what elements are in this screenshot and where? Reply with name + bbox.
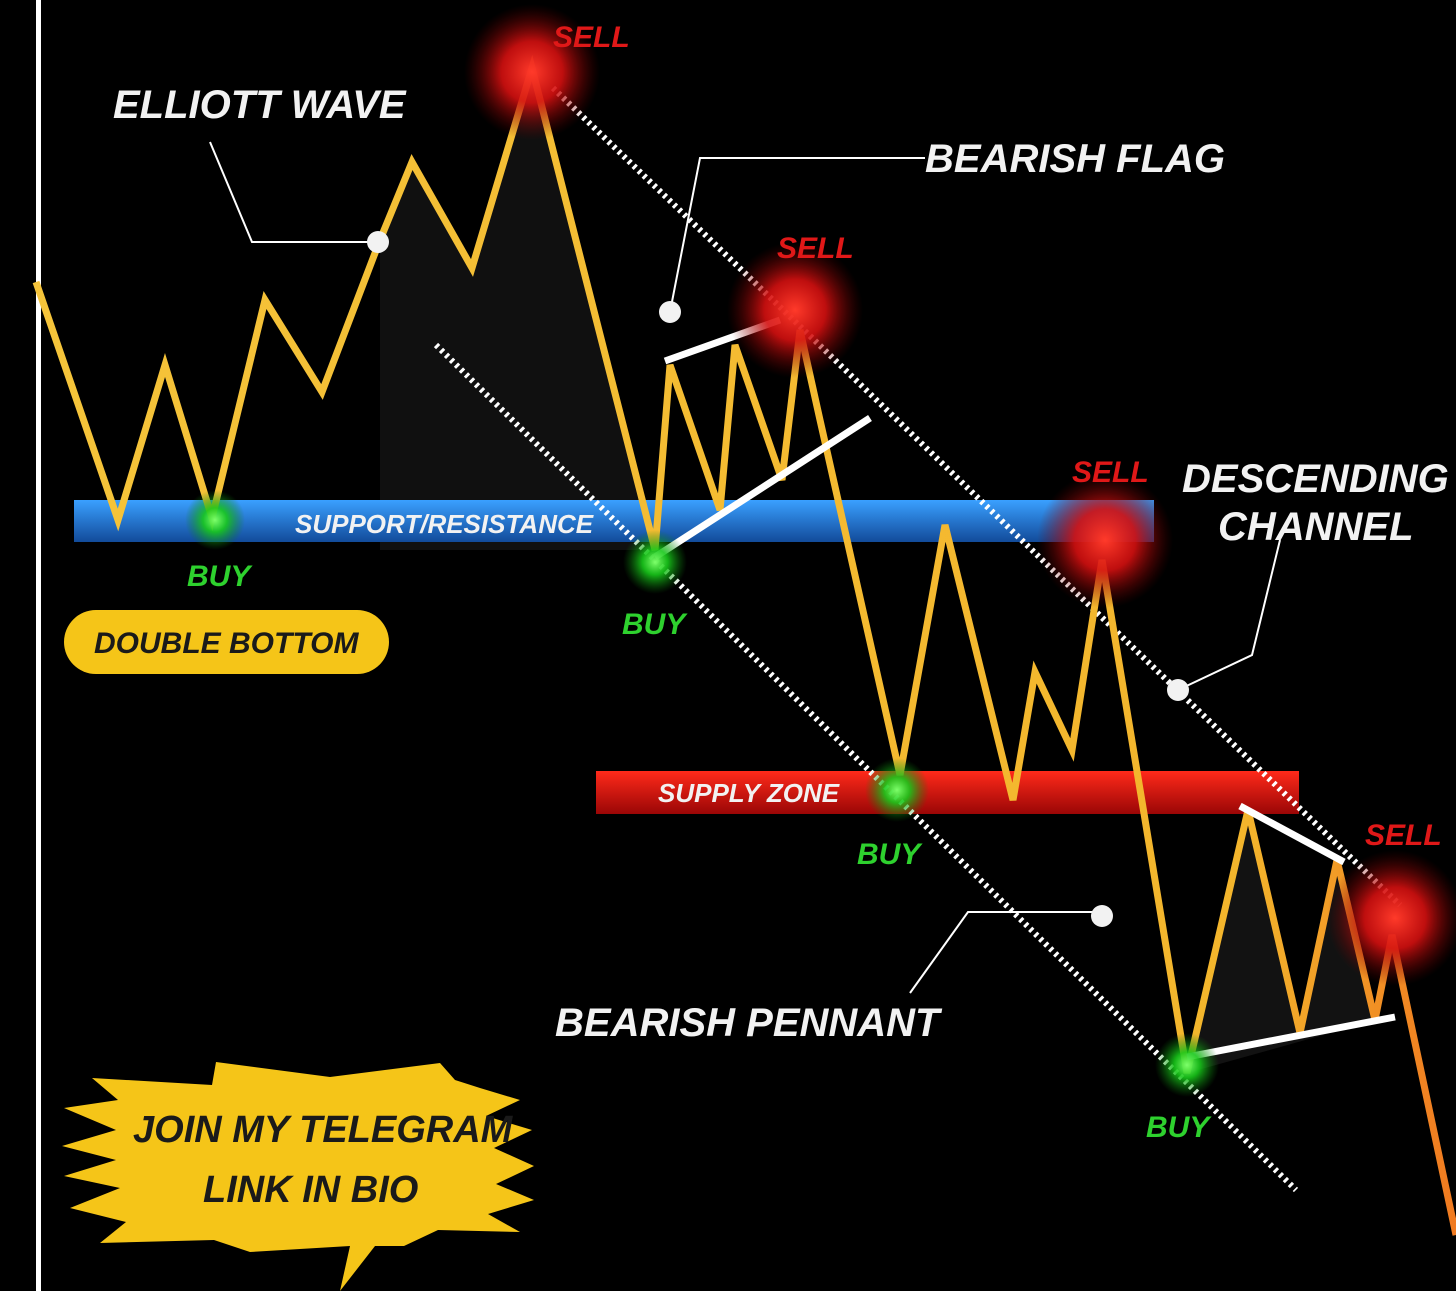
bearish-pennant-leader xyxy=(909,911,1102,994)
pennant-upper-line xyxy=(1238,802,1346,866)
descending-channel-label-1: DESCENDING xyxy=(1182,457,1449,501)
buy-label-4: BUY xyxy=(1146,1111,1212,1144)
double-bottom-pill xyxy=(64,610,389,674)
sell-glow-1 xyxy=(464,4,600,140)
telegram-line-1: JOIN MY TELEGRAM xyxy=(133,1109,514,1151)
double-bottom-label: DOUBLE BOTTOM xyxy=(94,627,359,660)
sell-glow-3 xyxy=(1037,472,1173,608)
price-shadow xyxy=(380,68,655,550)
price-line xyxy=(32,54,1456,1236)
buy-label-2: BUY xyxy=(622,608,688,641)
supply-zone-label: SUPPLY ZONE xyxy=(658,778,840,808)
supply-zone-band xyxy=(596,771,1299,814)
pennant-shadow xyxy=(1187,810,1395,1073)
flag-lower-line xyxy=(653,415,872,560)
descending-channel-dot xyxy=(1167,679,1189,701)
descending-channel-label-2: CHANNEL xyxy=(1218,505,1414,549)
sell-label-4: SELL xyxy=(1365,819,1442,852)
telegram-burst xyxy=(62,1062,534,1291)
buy-glow-3 xyxy=(865,758,929,822)
bearish-flag-leader xyxy=(669,157,925,313)
sell-glow-2 xyxy=(727,242,863,378)
sell-glow-4 xyxy=(1327,850,1456,986)
bearish-pennant-dot xyxy=(1091,905,1113,927)
channel-upper-line xyxy=(550,85,1403,908)
buy-glow-2 xyxy=(623,530,687,594)
channel-lower-line xyxy=(433,342,1299,1193)
telegram-line-2: LINK IN BIO xyxy=(203,1169,418,1211)
buy-glow-4 xyxy=(1155,1033,1219,1097)
sell-label-1: SELL xyxy=(553,21,630,54)
bearish-pennant-label: BEARISH PENNANT xyxy=(555,1001,943,1045)
buy-label-1: BUY xyxy=(187,560,253,593)
elliott-wave-dot xyxy=(367,231,389,253)
sell-label-3: SELL xyxy=(1072,456,1149,489)
buy-label-3: BUY xyxy=(857,838,923,871)
support-resistance-label: SUPPORT/RESISTANCE xyxy=(295,509,594,539)
support-resistance-band xyxy=(74,500,1154,542)
buy-glow-1 xyxy=(185,490,245,550)
sell-label-2: SELL xyxy=(777,232,854,265)
left-border xyxy=(36,0,41,1291)
elliott-wave-leader xyxy=(209,141,378,243)
pennant-lower-line xyxy=(1186,1013,1396,1061)
bearish-flag-dot xyxy=(659,301,681,323)
elliott-wave-label: ELLIOTT WAVE xyxy=(113,83,407,127)
descending-channel-leader xyxy=(1177,539,1281,691)
bearish-flag-label: BEARISH FLAG xyxy=(925,137,1225,181)
